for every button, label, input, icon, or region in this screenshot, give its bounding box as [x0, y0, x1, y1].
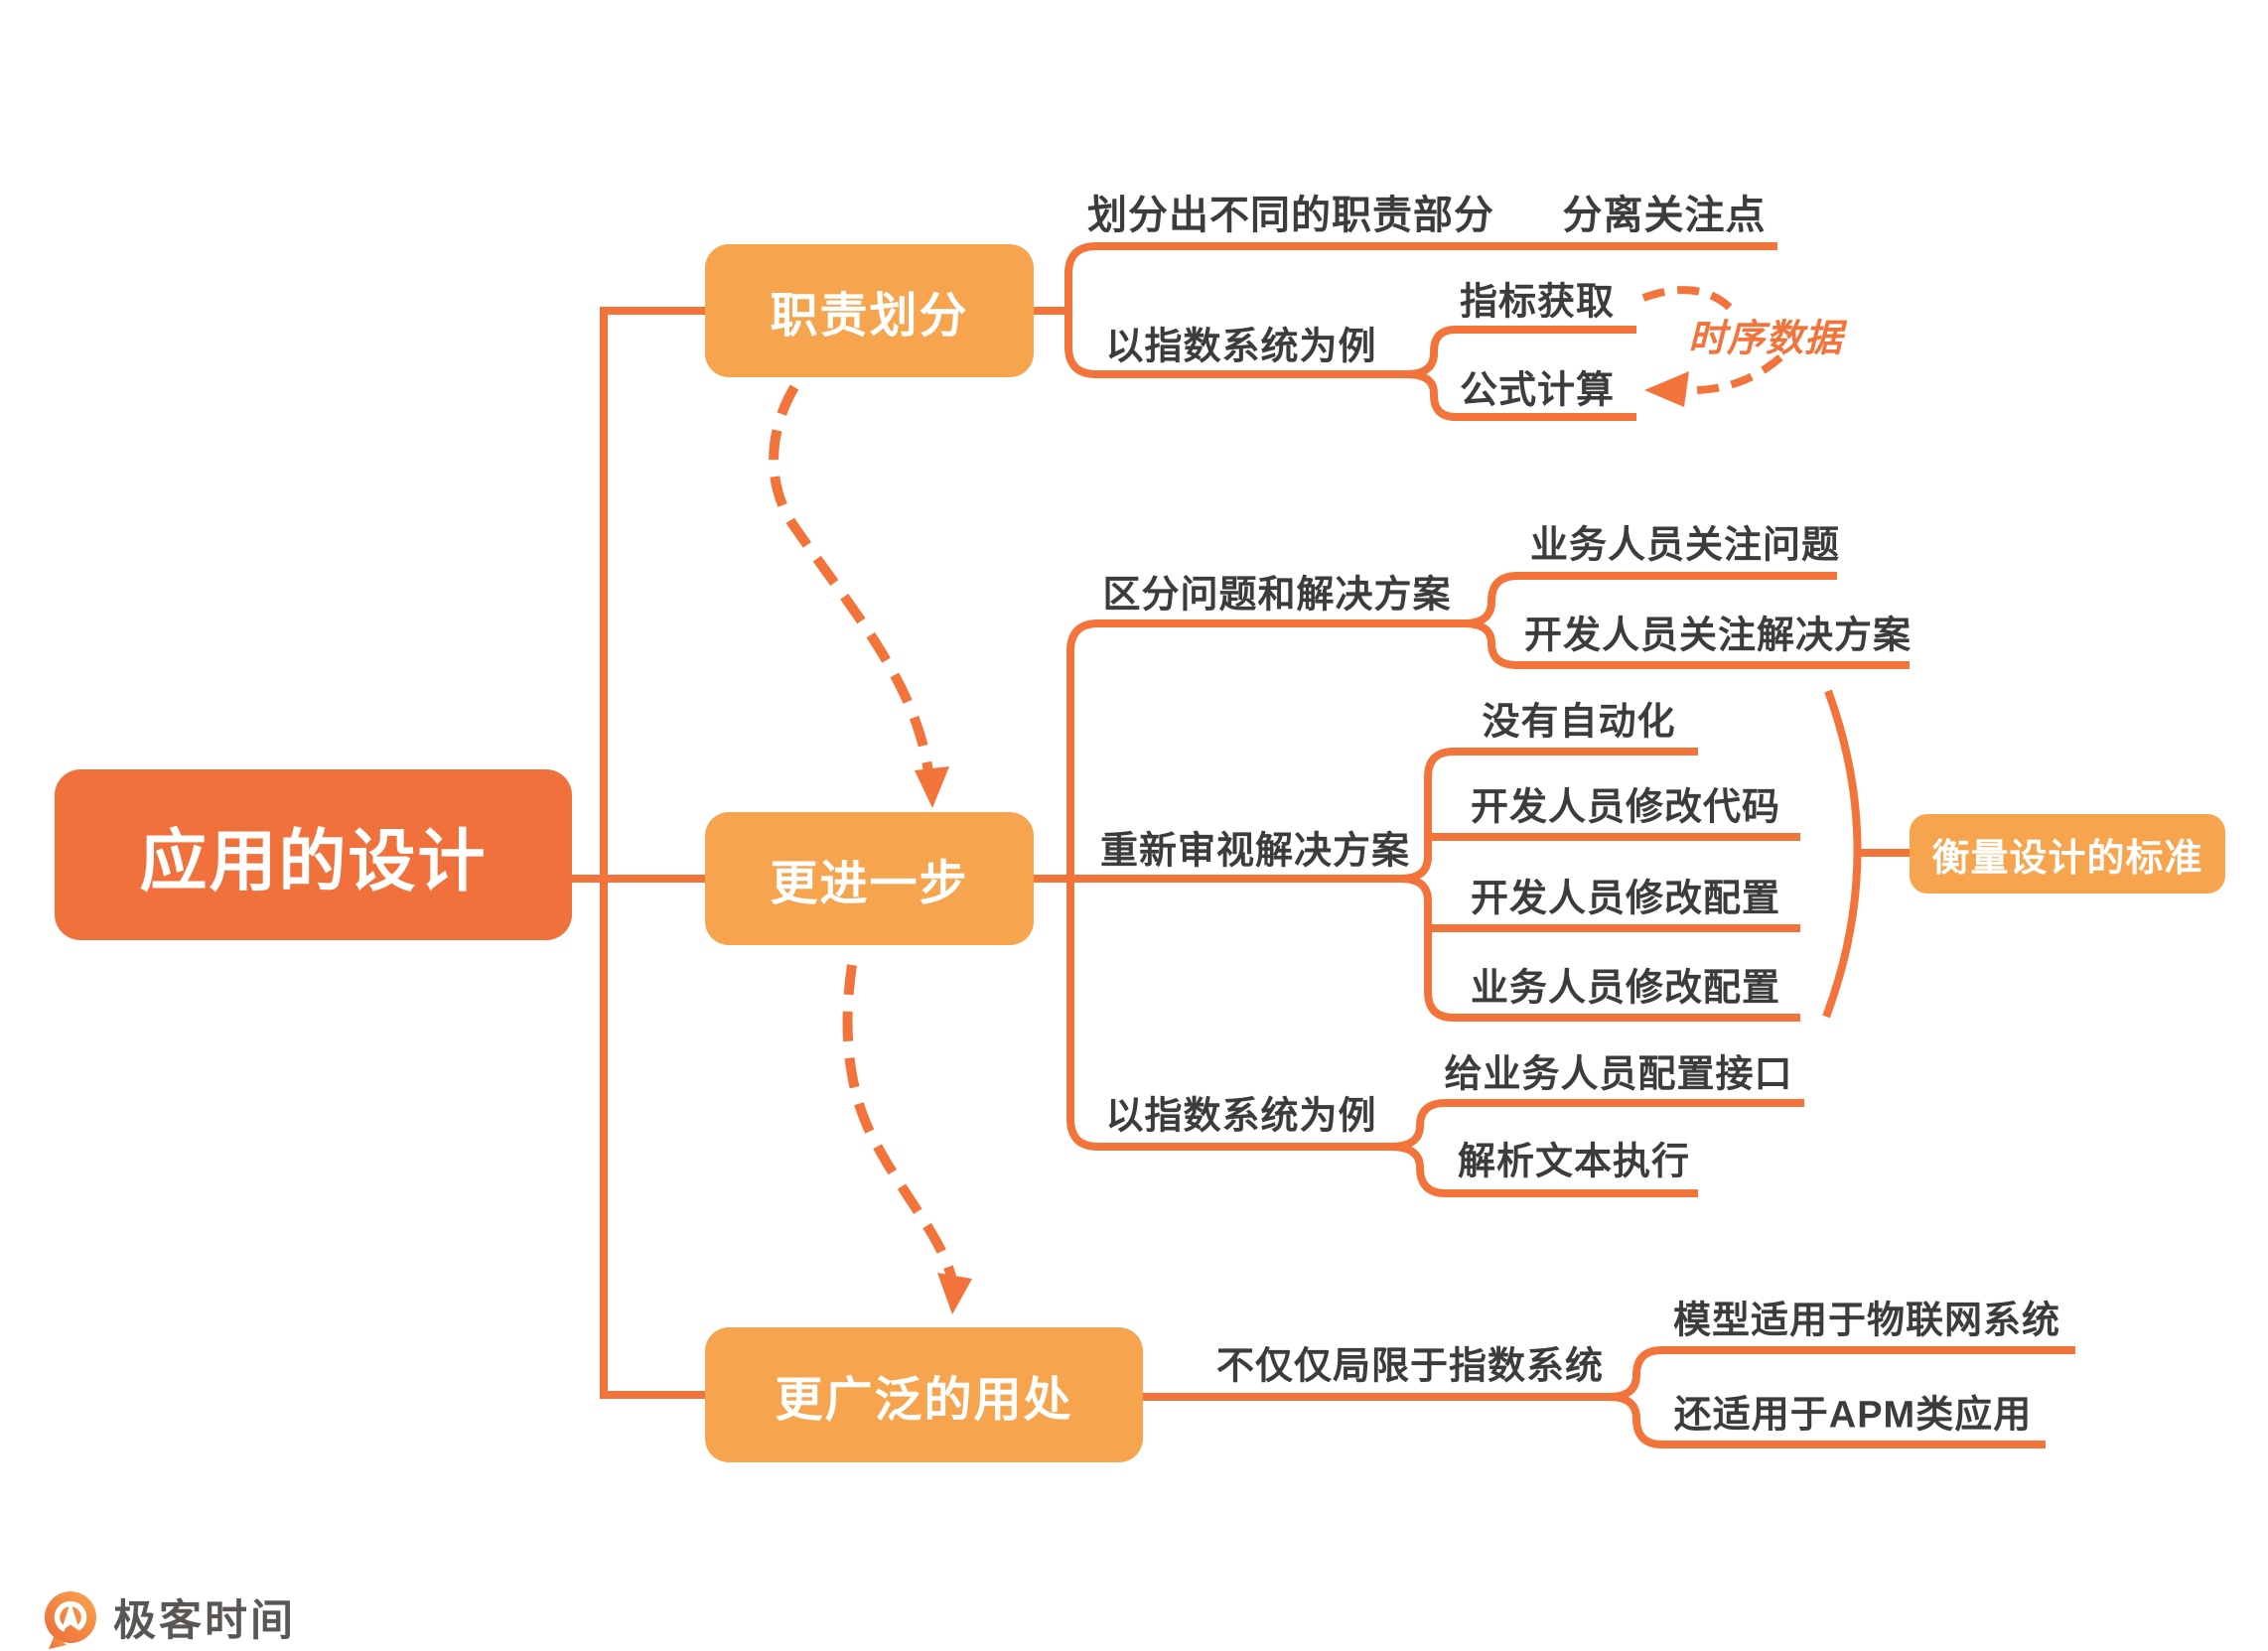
relationship-label[interactable]: 时序数据 — [1687, 318, 1844, 360]
node-index-example-1[interactable]: 以指数系统为例 — [1105, 326, 1377, 368]
geektime-logo: 极客时间 — [44, 1586, 296, 1648]
geektime-logo-icon — [45, 1591, 96, 1649]
topic-design-criteria[interactable]: 衡量设计的标准 — [1910, 814, 2225, 894]
relationship-arrowhead-icon — [1644, 371, 1689, 407]
branch1-formula-underline — [1405, 370, 1636, 421]
node-apm-apps[interactable]: 还适用于APM类应用 — [1673, 1394, 2033, 1437]
branch2-bizcfg-underline — [1399, 875, 1800, 1022]
node-separate-concerns[interactable]: 分离关注点 — [1562, 194, 1767, 237]
node-reexamine-solution[interactable]: 重新审视解决方案 — [1099, 830, 1411, 873]
topic-duty-division-label: 职责划分 — [770, 290, 969, 343]
relationship-arc-upper — [1641, 286, 1741, 318]
topic-duty-division[interactable]: 职责划分 — [705, 244, 1034, 377]
flow-arrow-1-head-icon — [915, 766, 949, 808]
trunk-line — [600, 307, 705, 1399]
flow-arrow-2-head-icon — [937, 1273, 972, 1314]
summary-brace — [1822, 689, 1862, 1019]
node-iot-systems[interactable]: 模型适用于物联网系统 — [1672, 1300, 2061, 1342]
node-not-limited-to-index[interactable]: 不仅仅局限于指数系统 — [1215, 1345, 1605, 1388]
node-no-automation[interactable]: 没有自动化 — [1482, 701, 1676, 744]
node-dev-change-config[interactable]: 开发人员修改配置 — [1470, 878, 1781, 920]
node-metric-fetch[interactable]: 指标获取 — [1459, 281, 1616, 324]
branch1-upper-underline — [1064, 242, 1777, 311]
geektime-logo-text: 极客时间 — [113, 1597, 296, 1645]
root-topic[interactable]: 应用的设计 — [55, 769, 572, 940]
branch2-parse-underline — [1389, 1143, 1698, 1197]
flow-arrow-1 — [769, 384, 934, 781]
branch2-example-underline — [1066, 879, 1390, 1151]
node-parse-text-execute[interactable]: 解析文本执行 — [1457, 1141, 1691, 1183]
node-biz-focus-problem[interactable]: 业务人员关注问题 — [1529, 524, 1841, 567]
node-dev-change-code[interactable]: 开发人员修改代码 — [1470, 786, 1781, 829]
flow-arrow-2 — [842, 964, 958, 1287]
branch2-upper-underline — [1066, 619, 1464, 879]
node-distinguish-problem-solution[interactable]: 区分问题和解决方案 — [1102, 574, 1452, 617]
node-divide-duties[interactable]: 划分出不同的职责部分 — [1087, 194, 1494, 237]
branch2-noauto-underline — [1399, 748, 1698, 883]
topic-design-criteria-label: 衡量设计的标准 — [1931, 837, 2203, 880]
node-biz-change-config[interactable]: 业务人员修改配置 — [1470, 967, 1781, 1010]
branch2-dev-underline — [1463, 619, 1910, 669]
branch1-lower-underline — [1064, 311, 1406, 378]
branch3-iot-underline — [1608, 1346, 2075, 1401]
branch3-apm-underline — [1608, 1393, 2046, 1448]
node-index-example-2[interactable]: 以指数系统为例 — [1105, 1095, 1377, 1138]
topic-one-step-further-label: 更进一步 — [770, 858, 969, 910]
topic-one-step-further[interactable]: 更进一步 — [705, 812, 1034, 945]
node-formula-calc[interactable]: 公式计算 — [1459, 369, 1616, 412]
root-topic-label: 应用的设计 — [139, 823, 488, 899]
logo-spacer — [44, 1586, 101, 1648]
topic-broader-uses[interactable]: 更广泛的用处 — [705, 1327, 1143, 1462]
node-dev-focus-solution[interactable]: 开发人员关注解决方案 — [1523, 615, 1913, 657]
relationship-arc-lower — [1671, 353, 1783, 395]
node-biz-config-interface[interactable]: 给业务人员配置接口 — [1444, 1053, 1793, 1096]
branch1-metric-underline — [1405, 326, 1636, 378]
topic-broader-uses-label: 更广泛的用处 — [775, 1374, 1073, 1427]
